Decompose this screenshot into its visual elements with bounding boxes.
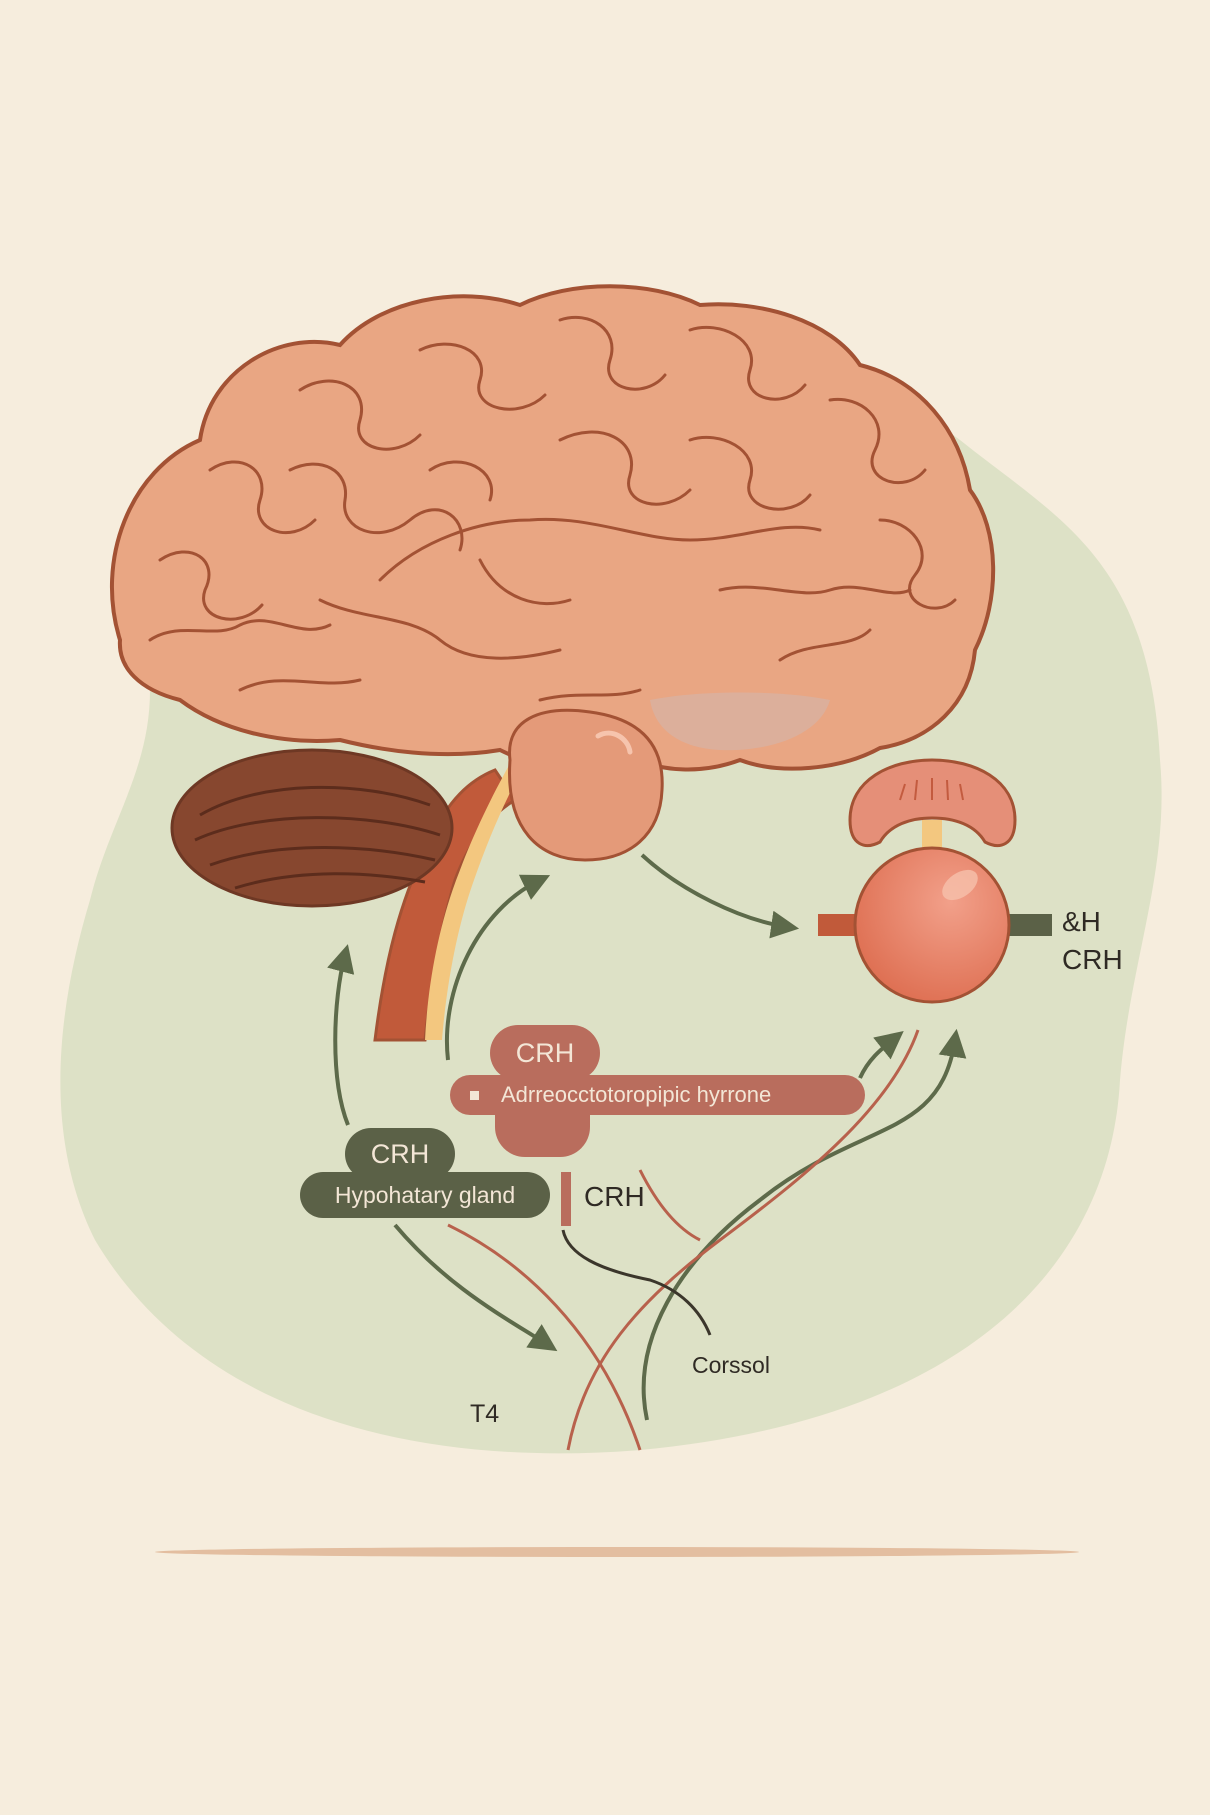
cortisol-label: Corssol (692, 1352, 770, 1378)
arrow-up-right-1 (858, 1031, 904, 1079)
acth-pill-bottom (495, 1105, 590, 1157)
hypothalamus-icon (508, 708, 664, 862)
arrow-up-right-2 (641, 1028, 967, 1421)
arrow-icon (327, 853, 967, 1421)
brainstem-icon (373, 760, 522, 1042)
crh-left-pill: CRH (345, 1128, 455, 1180)
crh-top-label: CRH (515, 1037, 575, 1068)
crh-top-pill: CRH (490, 1025, 600, 1081)
acth-label: Adrreocctotoropipic hyrrone (501, 1082, 772, 1107)
arrow-up-center (445, 874, 551, 1061)
arrow-up-left (327, 944, 355, 1126)
hypophysis-label: Hypohatary gland (334, 1181, 516, 1208)
cerebellum-icon (170, 748, 454, 908)
square-bullet-icon (470, 1090, 479, 1100)
crh-marker (561, 1172, 571, 1226)
ground-shadow (155, 1547, 1079, 1557)
crh-right-label: CRH (1062, 944, 1123, 975)
hypophysis-pill: Hypohatary gland (300, 1172, 550, 1218)
crh-left-label: CRH (370, 1138, 430, 1169)
t4-label: T4 (470, 1400, 500, 1428)
crh-mid-label: CRH (584, 1181, 645, 1212)
ach-label: &H (1062, 906, 1101, 937)
arrow-down-left (393, 1223, 558, 1352)
dark-connector (561, 1229, 712, 1336)
arrow-to-gland (640, 853, 800, 939)
brain-icon (109, 284, 996, 772)
adrenal-gland-icon (818, 758, 1052, 1004)
hormone-pathways (447, 1029, 920, 1451)
